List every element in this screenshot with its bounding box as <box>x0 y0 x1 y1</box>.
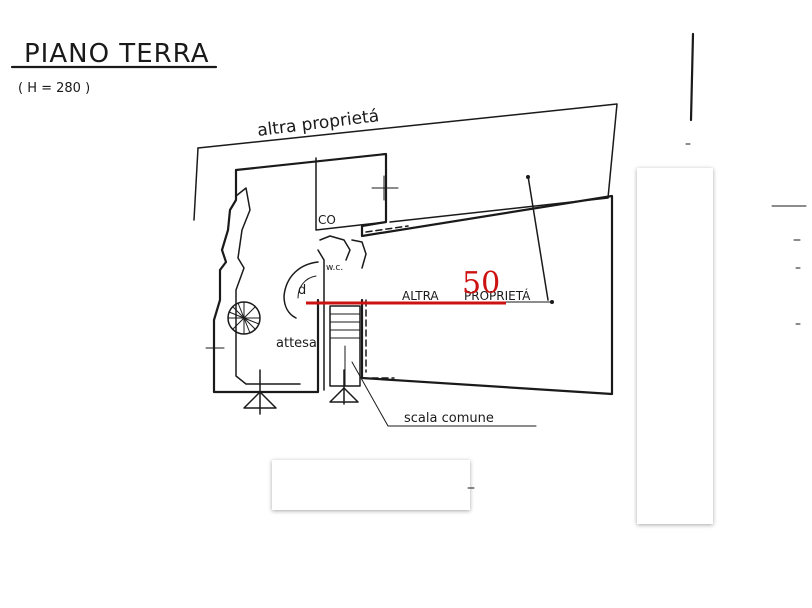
scala-comune-leader <box>351 361 537 427</box>
scale-marker-label: 50 <box>462 266 500 301</box>
upper-boundary <box>197 103 618 223</box>
label-room-wc: w.c. <box>326 263 343 273</box>
diagonal-line <box>527 175 549 301</box>
building-outline <box>212 152 614 396</box>
label-room-co: CO <box>318 213 336 227</box>
inner-walls <box>235 157 387 391</box>
dashed-wall <box>365 225 409 379</box>
cross-marker-2 <box>205 335 225 361</box>
section-marker-right <box>329 369 359 405</box>
common-stair <box>329 305 361 387</box>
right-mark-line <box>689 32 695 122</box>
cross-marker-1 <box>371 175 399 201</box>
label-scala-comune: scala comune <box>404 411 494 426</box>
redaction-box-3 <box>637 168 713 524</box>
label-room-attesa: attesa <box>276 336 317 351</box>
label-altra-mid-1: ALTRA <box>402 289 439 303</box>
diagonal-point-top <box>526 175 530 179</box>
stair-arc <box>283 261 319 319</box>
spiral-staircase <box>227 301 261 335</box>
height-note: ( H = 280 ) <box>18 81 90 96</box>
left-boundary-stub <box>193 147 199 221</box>
label-room-d: d <box>298 283 306 298</box>
label-altra-mid-2: PROPRIETÁ <box>464 288 531 303</box>
redaction-box-1 <box>256 178 314 250</box>
redaction-box-2 <box>272 460 470 510</box>
section-marker-left <box>243 369 277 415</box>
stair-arc-inner <box>297 275 317 299</box>
plan-title: PIANO TERRA <box>24 39 209 69</box>
